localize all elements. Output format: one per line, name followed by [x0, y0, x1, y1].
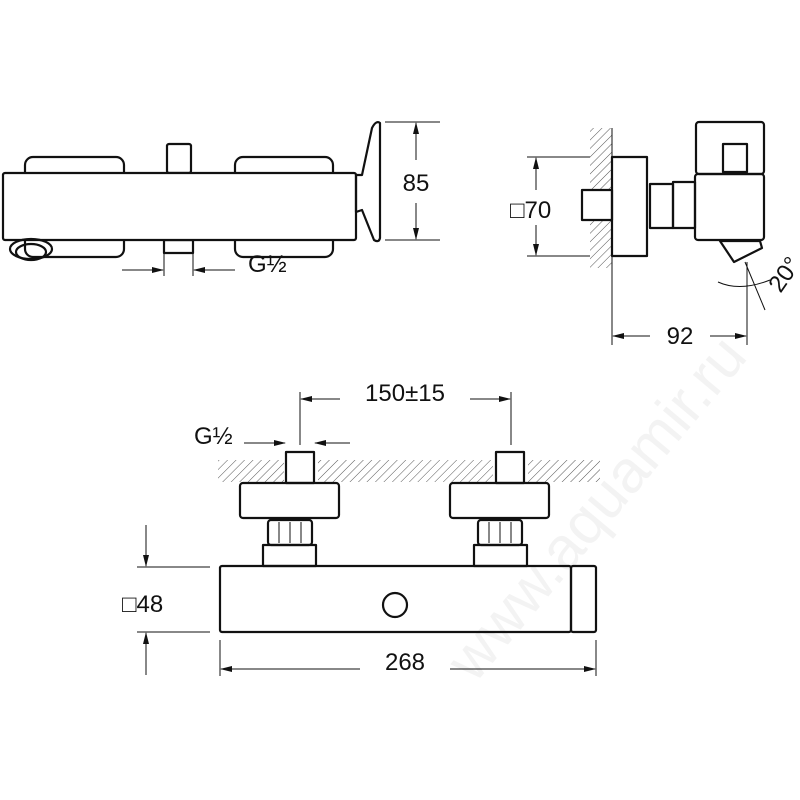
bottom-stem: [162, 238, 195, 255]
flange-left: [238, 481, 341, 520]
dim-spacing-150: 150±15: [365, 380, 445, 407]
wall-hatch: [528, 460, 600, 482]
side-view: □70 92 20°: [510, 120, 800, 350]
handle-inner: [721, 142, 749, 174]
pipe-stub: [580, 188, 614, 222]
wall-hatch: [218, 460, 284, 482]
top-view: 85 G½: [1, 121, 440, 278]
top-stem: [165, 142, 193, 175]
dim-thread-front: G½: [194, 423, 233, 450]
outlet-side: [718, 239, 764, 264]
inlet-stem-left: [284, 450, 316, 485]
dim-depth-92: 92: [667, 323, 694, 350]
wall-hatch: [318, 460, 493, 482]
dim-length-268: 268: [385, 649, 425, 676]
flange-right: [448, 481, 551, 520]
collar-left: [261, 543, 318, 568]
mixer-body-side: [693, 172, 766, 242]
end-cap: [569, 564, 598, 634]
inlet-stem-right: [494, 450, 526, 485]
handle-side: [694, 120, 766, 176]
lever-handle: [354, 121, 382, 243]
dim-body-48: □48: [122, 591, 163, 618]
dim-angle-20: 20°: [763, 252, 800, 297]
front-view: 150±15 G½ □48 268: [122, 380, 600, 676]
center-mark: [381, 591, 409, 619]
watermark: www.aquamir.ru: [433, 323, 759, 694]
nut-right: [476, 518, 524, 547]
dim-height-85: 85: [403, 170, 430, 197]
mixer-body-top: [1, 171, 358, 242]
wall-flange: [610, 155, 649, 258]
dim-thread-top: G½: [248, 251, 287, 278]
nut: [671, 180, 697, 230]
outlet-nozzle: [8, 237, 54, 262]
nipple: [648, 182, 675, 230]
dim-flange-70: □70: [510, 197, 551, 224]
nut-left: [266, 518, 314, 547]
